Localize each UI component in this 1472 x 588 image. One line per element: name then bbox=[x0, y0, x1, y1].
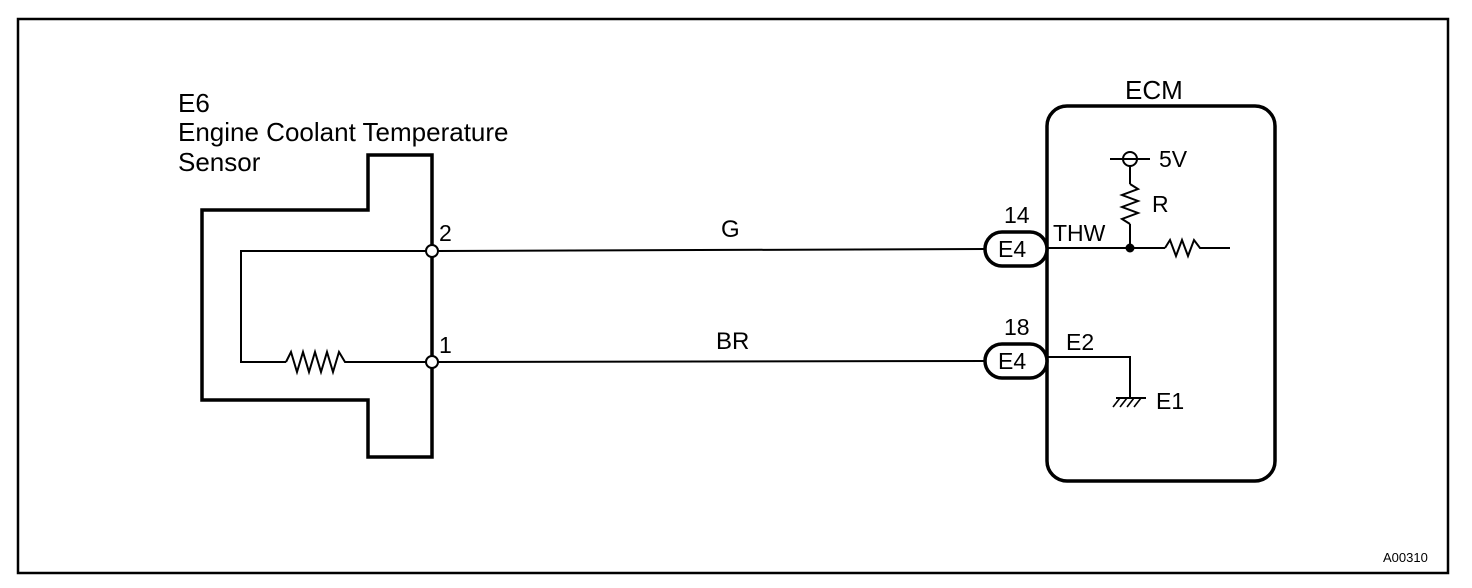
sensor-name-line2: Sensor bbox=[178, 147, 261, 177]
wire-color-g: G bbox=[721, 216, 740, 243]
sensor-terminal-1 bbox=[425, 355, 439, 369]
ecm-box bbox=[1045, 104, 1277, 483]
ecm-ground-e1: E1 bbox=[1156, 388, 1185, 414]
sensor-name-line1: Engine Coolant Temperature bbox=[178, 117, 509, 147]
figure-id: A00310 bbox=[1383, 550, 1428, 565]
diagram-frame bbox=[16, 17, 1450, 575]
ecm-supply-5v: 5V bbox=[1159, 146, 1188, 172]
ecm-resistor-r: R bbox=[1152, 191, 1169, 217]
connector-label-bottom: E4 bbox=[998, 348, 1027, 374]
ecm-return-e2: E2 bbox=[1066, 329, 1095, 355]
sensor-ref: E6 bbox=[178, 88, 210, 118]
sensor-internal-wire bbox=[240, 250, 432, 363]
wire-color-br: BR bbox=[716, 328, 750, 355]
connector-pin-18: 18 bbox=[1004, 314, 1030, 340]
thermistor-symbol bbox=[285, 348, 432, 376]
ecm-internal-resistor bbox=[1164, 237, 1230, 259]
connector-e4-pin18 bbox=[983, 342, 1049, 380]
ground-icon bbox=[1112, 397, 1142, 408]
sensor-terminal-2 bbox=[425, 244, 439, 258]
sensor-pin-1: 1 bbox=[439, 332, 452, 358]
ecm-title: ECM bbox=[1125, 75, 1183, 105]
connector-label-top: E4 bbox=[998, 236, 1027, 262]
wire-br bbox=[437, 360, 986, 363]
ecm-signal-thw: THW bbox=[1053, 220, 1106, 246]
pullup-resistor-r bbox=[1119, 183, 1141, 225]
sensor-housing bbox=[200, 153, 434, 459]
sensor-pin-2: 2 bbox=[439, 220, 452, 246]
connector-pin-14: 14 bbox=[1004, 202, 1030, 228]
ecm-e2-line bbox=[1047, 356, 1131, 398]
wire-g bbox=[437, 248, 986, 252]
